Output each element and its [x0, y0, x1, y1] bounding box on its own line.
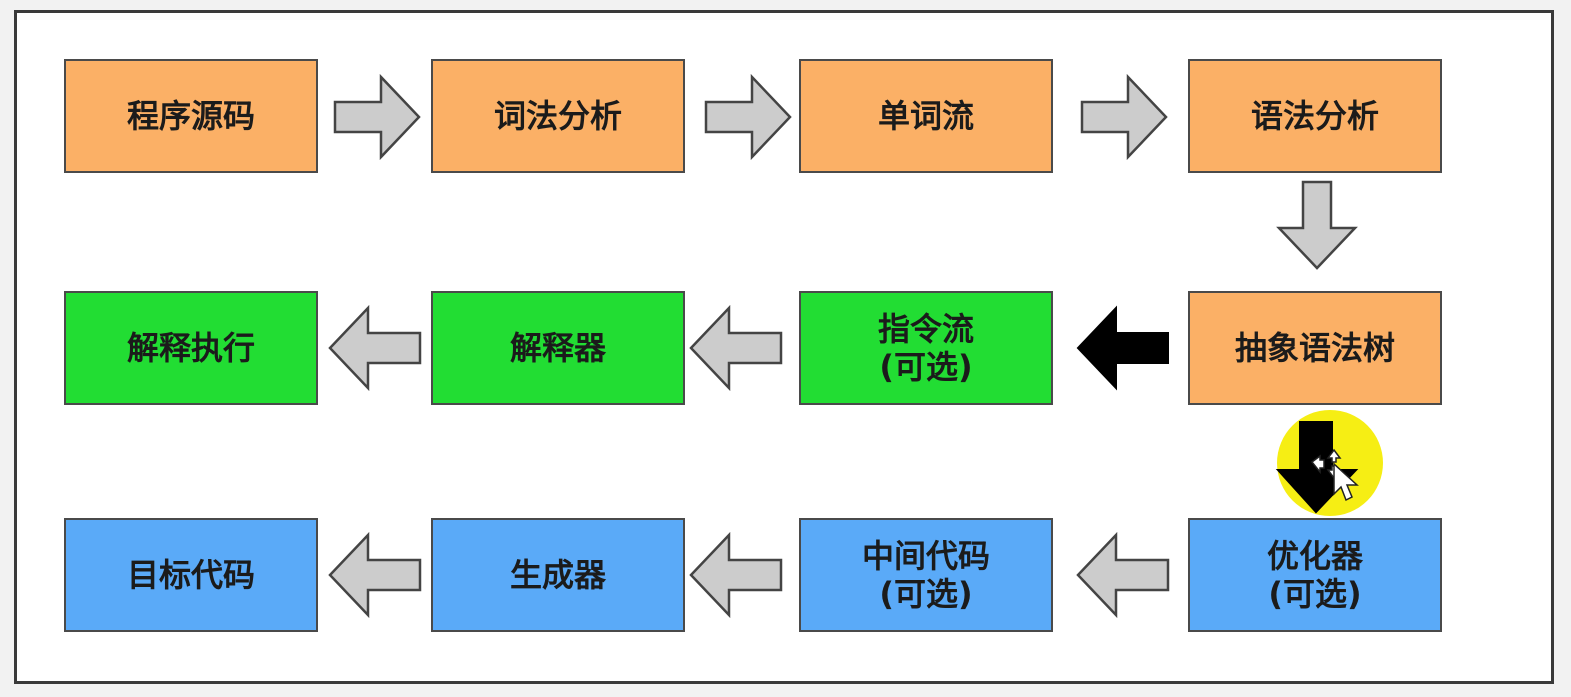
box-intermediate-code: 中间代码 (可选) — [799, 518, 1053, 632]
box-ast-label: 抽象语法树 — [1234, 328, 1395, 367]
box-interpret-execute-label: 解释执行 — [126, 328, 255, 367]
arrow-left-icon — [1076, 531, 1170, 619]
arrow-left-black-icon — [1076, 305, 1169, 391]
box-intermediate-code-line1: 中间代码 — [861, 536, 990, 575]
box-instruction-stream-line1: 指令流 — [877, 309, 974, 348]
arrow-left-icon — [689, 531, 783, 619]
arrow-right-icon — [333, 73, 421, 161]
arrow-down-icon — [1276, 180, 1358, 270]
box-generator-label: 生成器 — [509, 555, 606, 594]
box-optimizer: 优化器 (可选) — [1188, 518, 1442, 632]
box-lexical-analysis: 词法分析 — [431, 59, 685, 173]
box-interpreter-label: 解释器 — [509, 328, 606, 367]
box-interpret-execute: 解释执行 — [64, 291, 318, 405]
arrow-right-icon — [704, 73, 792, 161]
arrow-right-icon — [1080, 73, 1168, 161]
arrow-left-icon — [328, 531, 422, 619]
box-target-code-label: 目标代码 — [126, 555, 255, 594]
box-ast: 抽象语法树 — [1188, 291, 1442, 405]
box-interpreter: 解释器 — [431, 291, 685, 405]
box-optimizer-line2: (可选) — [1268, 575, 1362, 613]
box-source-code: 程序源码 — [64, 59, 318, 173]
box-token-stream: 单词流 — [799, 59, 1053, 173]
box-lexical-analysis-label: 词法分析 — [493, 96, 622, 135]
box-token-stream-label: 单词流 — [877, 96, 974, 135]
box-optimizer-line1: 优化器 — [1266, 536, 1363, 575]
arrow-left-icon — [328, 304, 422, 392]
box-syntax-analysis-label: 语法分析 — [1250, 96, 1379, 135]
arrow-left-icon — [689, 304, 783, 392]
box-instruction-stream: 指令流 (可选) — [799, 291, 1053, 405]
box-instruction-stream-line2: (可选) — [879, 348, 973, 386]
mouse-pointer-icon — [1310, 448, 1359, 502]
box-generator: 生成器 — [431, 518, 685, 632]
box-syntax-analysis: 语法分析 — [1188, 59, 1442, 173]
box-source-code-label: 程序源码 — [126, 96, 255, 135]
box-target-code: 目标代码 — [64, 518, 318, 632]
box-intermediate-code-line2: (可选) — [879, 575, 973, 613]
